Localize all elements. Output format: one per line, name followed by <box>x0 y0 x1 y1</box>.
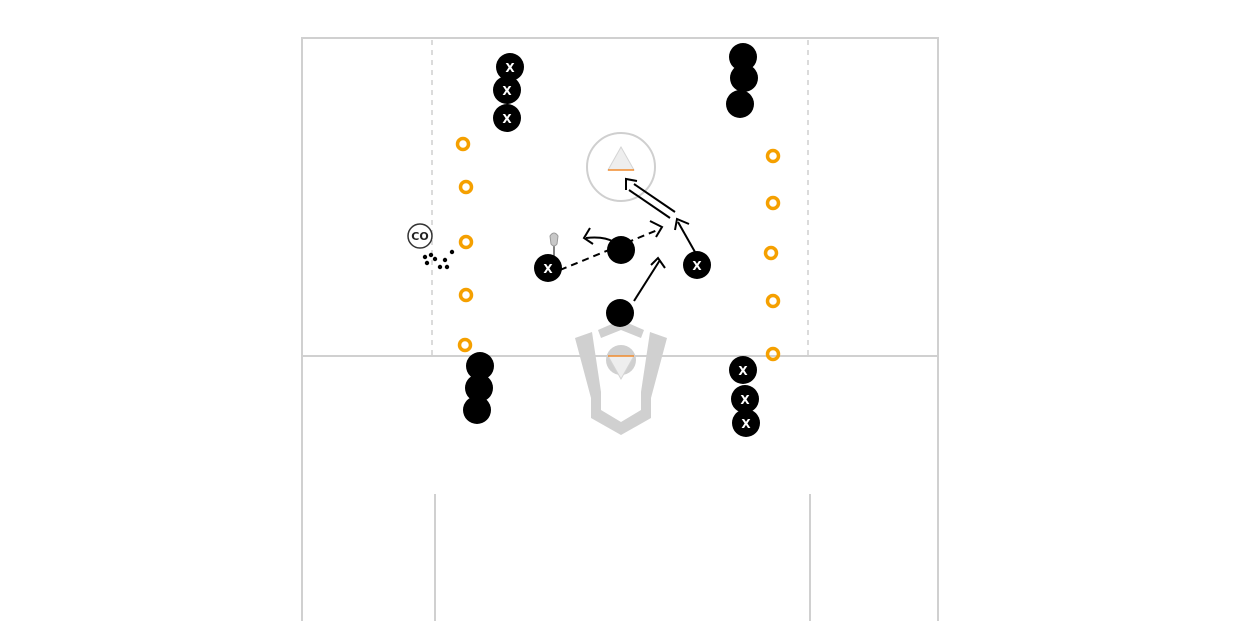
player <box>466 352 494 380</box>
field-boundary <box>301 37 939 621</box>
ball-icon <box>422 254 428 260</box>
cone-icon <box>765 148 781 164</box>
player-x: X <box>493 104 521 132</box>
cone-icon <box>455 136 471 152</box>
player <box>607 236 635 264</box>
player-x: X <box>534 254 562 282</box>
player <box>463 396 491 424</box>
player-x: X <box>683 251 711 279</box>
ball-icon <box>428 252 434 258</box>
cone-icon <box>458 234 474 250</box>
player-x: X <box>732 409 760 437</box>
player-x-label: X <box>543 262 553 276</box>
player-x: X <box>731 385 759 413</box>
cut-arrowhead <box>650 256 666 269</box>
ball-icon <box>432 256 438 262</box>
player-x-label: X <box>505 61 515 75</box>
cone-icon <box>458 287 474 303</box>
shot-arrowhead <box>625 177 638 190</box>
goal-wing-shape <box>575 332 667 435</box>
cone-icon <box>765 195 781 211</box>
player-x-label: X <box>502 84 512 98</box>
ball-icon <box>449 249 455 255</box>
crease-goal <box>586 132 656 202</box>
coach-label: CO <box>411 230 428 243</box>
cone-icon <box>765 293 781 309</box>
ball-icon <box>437 264 443 270</box>
player-x: X <box>496 53 524 81</box>
coach-icon <box>407 223 433 249</box>
cones <box>455 136 781 362</box>
right-cut-line <box>677 221 696 253</box>
goal-cap-shape <box>598 320 644 338</box>
right-cut-arrowhead <box>674 217 690 231</box>
ball-icon <box>444 264 450 270</box>
players-plain <box>463 43 758 424</box>
player-x-label: X <box>740 393 750 407</box>
player-x-label: X <box>741 417 751 431</box>
coach-area: CO <box>407 223 455 270</box>
player-x: X <box>729 356 757 384</box>
crease-circle <box>586 132 656 202</box>
curved-move-arrowhead <box>582 227 594 245</box>
cone-icon <box>765 346 781 362</box>
player <box>606 299 634 327</box>
player <box>730 64 758 92</box>
player-x-label: X <box>692 259 702 273</box>
player-x: X <box>493 76 521 104</box>
cone-icon <box>763 245 779 261</box>
ball-pile <box>422 249 455 270</box>
pass-arrowhead <box>649 220 664 238</box>
player <box>465 374 493 402</box>
shot-line-a <box>633 183 676 213</box>
player <box>726 90 754 118</box>
shot-line-b <box>628 189 671 219</box>
field <box>301 37 939 621</box>
cone-icon <box>458 179 474 195</box>
players-x: X X X X X X X X <box>493 53 760 437</box>
player-x-label: X <box>738 364 748 378</box>
player-x-label: X <box>502 112 512 126</box>
ball-icon <box>442 257 448 263</box>
lower-goal-area <box>575 320 667 435</box>
cone-icon <box>457 337 473 353</box>
cut-line <box>633 259 661 302</box>
goal-icon <box>607 145 635 171</box>
lacrosse-stick-icon <box>549 232 559 256</box>
player <box>729 43 757 71</box>
ball-icon <box>424 260 430 266</box>
